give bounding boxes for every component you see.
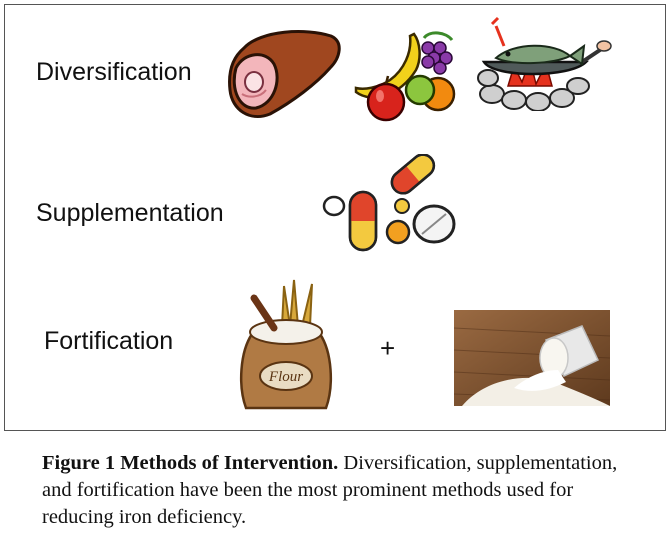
figure-caption: Figure 1 Methods of Intervention. Divers…	[42, 450, 642, 531]
caption-figure-label: Figure 1 Methods of Intervention.	[42, 452, 339, 474]
cooking-fish-icon	[477, 16, 612, 111]
meat-icon	[228, 30, 341, 118]
fruit-icon	[354, 31, 456, 122]
label-fortification: Fortification	[44, 327, 174, 355]
fortificant-powder-photo	[454, 310, 610, 406]
flour-sack-icon: Flour	[240, 279, 332, 410]
flour-label: Flour	[268, 369, 303, 385]
label-diversification: Diversification	[36, 58, 192, 86]
pills-icon	[322, 154, 456, 252]
label-supplementation: Supplementation	[36, 199, 224, 227]
plus-sign: +	[380, 333, 396, 363]
caption-text: Diversification, supplementation, and fo…	[42, 452, 618, 528]
